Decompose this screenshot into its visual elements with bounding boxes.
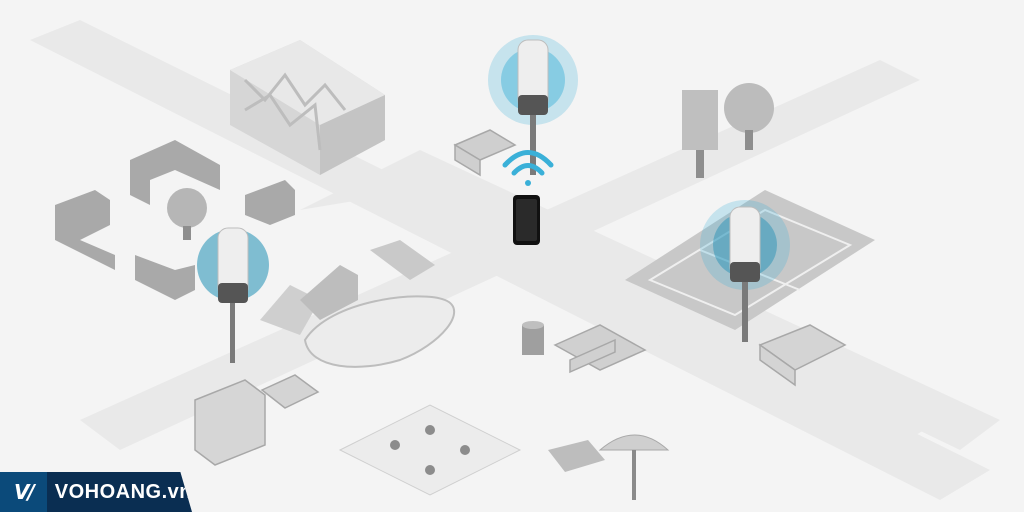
bench-bottom-left xyxy=(260,374,320,409)
skate-bowl xyxy=(303,295,456,368)
bench-top xyxy=(453,129,517,177)
outdoor-access-point-icon xyxy=(197,227,269,363)
table-umbrella xyxy=(548,434,670,500)
outdoor-access-point-icon xyxy=(700,200,790,342)
building-sculpture xyxy=(230,40,385,175)
outdoor-access-point-icon xyxy=(488,35,578,175)
trash-bin xyxy=(522,321,544,355)
hedge-maze xyxy=(55,140,295,300)
phone-icon xyxy=(513,195,540,245)
brand-mark: V/ xyxy=(0,472,47,512)
brand-watermark: V/ VOHOANG.vn xyxy=(0,472,192,512)
skate-ramps xyxy=(260,240,435,335)
fountain-plaza xyxy=(338,404,522,496)
bench-right xyxy=(758,324,847,387)
brand-text: VOHOANG.vn xyxy=(46,472,192,512)
food-cart xyxy=(194,379,266,466)
picnic-table xyxy=(553,324,647,374)
small-tree-left xyxy=(167,188,207,240)
wifi-icon xyxy=(502,150,554,186)
trees-top-right xyxy=(682,83,774,178)
